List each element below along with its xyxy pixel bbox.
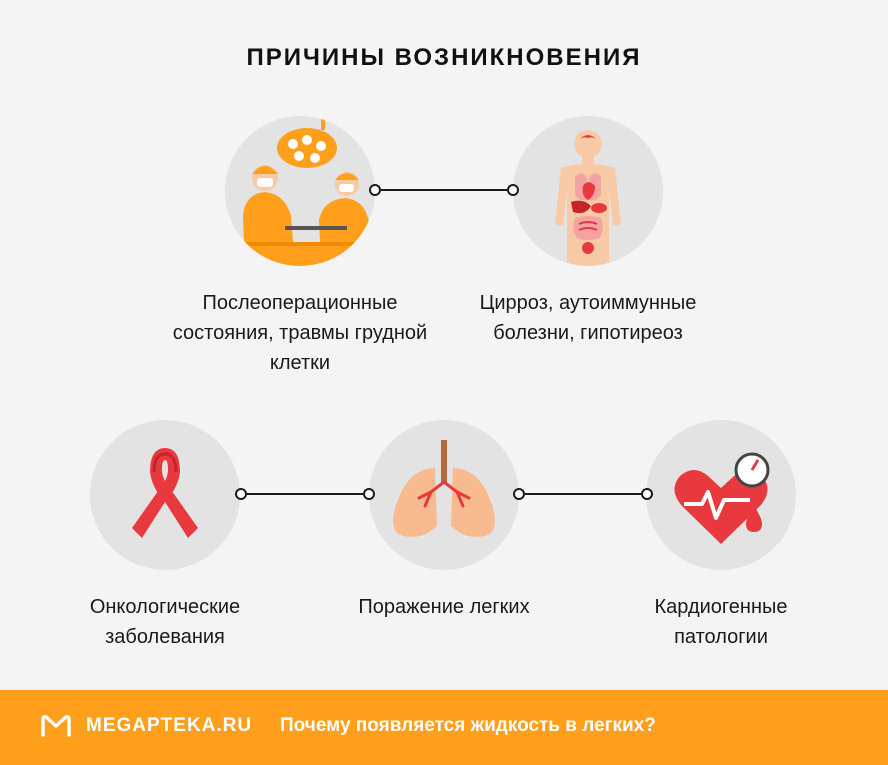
- footer-question: Почему появляется жидкость в легких?: [280, 715, 656, 736]
- heart-pressure-icon: [646, 420, 796, 570]
- page-title: ПРИЧИНЫ ВОЗНИКНОВЕНИЯ: [246, 44, 642, 71]
- cancer-ribbon-icon: [90, 420, 240, 570]
- cause-label-postoperative: Послеоперационные состояния, травмы груд…: [172, 292, 428, 374]
- connector-dot: [235, 488, 247, 500]
- surgeons-icon: [225, 116, 375, 266]
- footer-bar: MEGAPTEKA.RU Почему появляется жидкость …: [0, 690, 888, 765]
- connector-dot: [513, 488, 525, 500]
- connector-dot: [363, 488, 375, 500]
- body-organs-icon: [513, 116, 663, 266]
- connector-line: [246, 493, 364, 495]
- connector-line: [524, 493, 642, 495]
- logo-m-icon: [41, 715, 71, 737]
- cause-label-cardiogenic: Кардиогенные патологии: [654, 596, 788, 648]
- lungs-icon: [369, 420, 519, 570]
- cause-label-cirrhosis: Цирроз, аутоиммунные болезни, гипотиреоз: [479, 292, 697, 344]
- connector-line: [380, 189, 508, 191]
- connector-dot: [369, 184, 381, 196]
- connector-dot: [641, 488, 653, 500]
- brand[interactable]: MEGAPTEKA.RU: [40, 714, 252, 738]
- cause-label-lungs: Поражение легких: [358, 596, 530, 618]
- cause-label-oncology: Онкологические заболевания: [89, 596, 241, 648]
- brand-name: MEGAPTEKA.RU: [86, 715, 253, 736]
- connector-dot: [507, 184, 519, 196]
